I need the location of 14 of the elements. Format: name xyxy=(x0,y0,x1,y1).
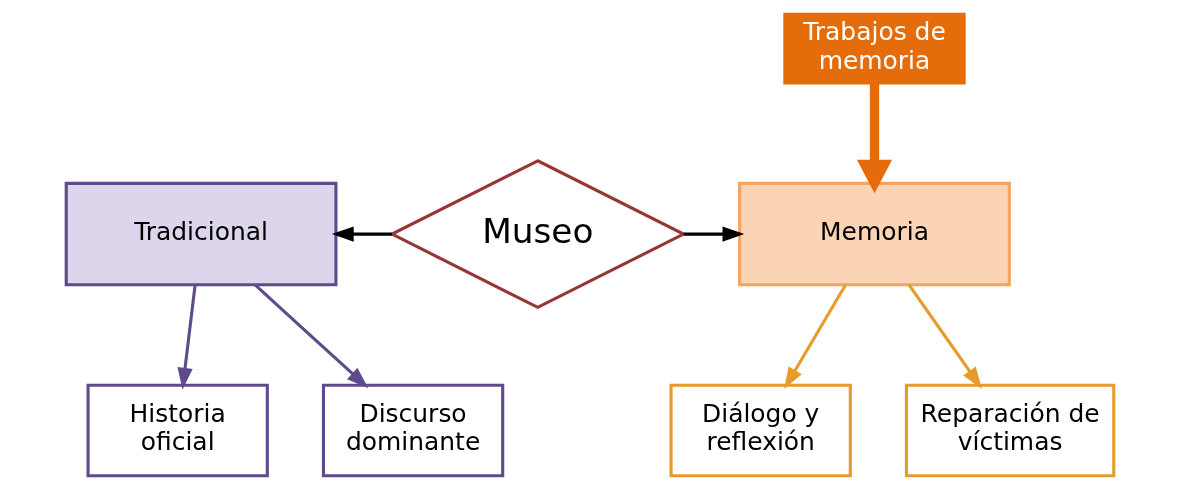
node-box: Trabajos de memoria xyxy=(783,12,966,85)
arrow xyxy=(856,83,893,194)
arrow xyxy=(177,284,197,390)
node-box: Historia oficial xyxy=(86,383,269,478)
node-box: Diálogo y reflexión xyxy=(669,383,852,478)
arrow xyxy=(254,283,369,389)
node-box: Reparación de víctimas xyxy=(904,383,1116,478)
node-box: Tradicional xyxy=(64,181,338,287)
arrow xyxy=(907,284,982,389)
arrow xyxy=(331,226,392,242)
arrow xyxy=(683,226,745,242)
node-box: Discurso dominante xyxy=(321,383,505,478)
arrow xyxy=(784,284,847,390)
node-box: Memoria xyxy=(738,181,1011,287)
